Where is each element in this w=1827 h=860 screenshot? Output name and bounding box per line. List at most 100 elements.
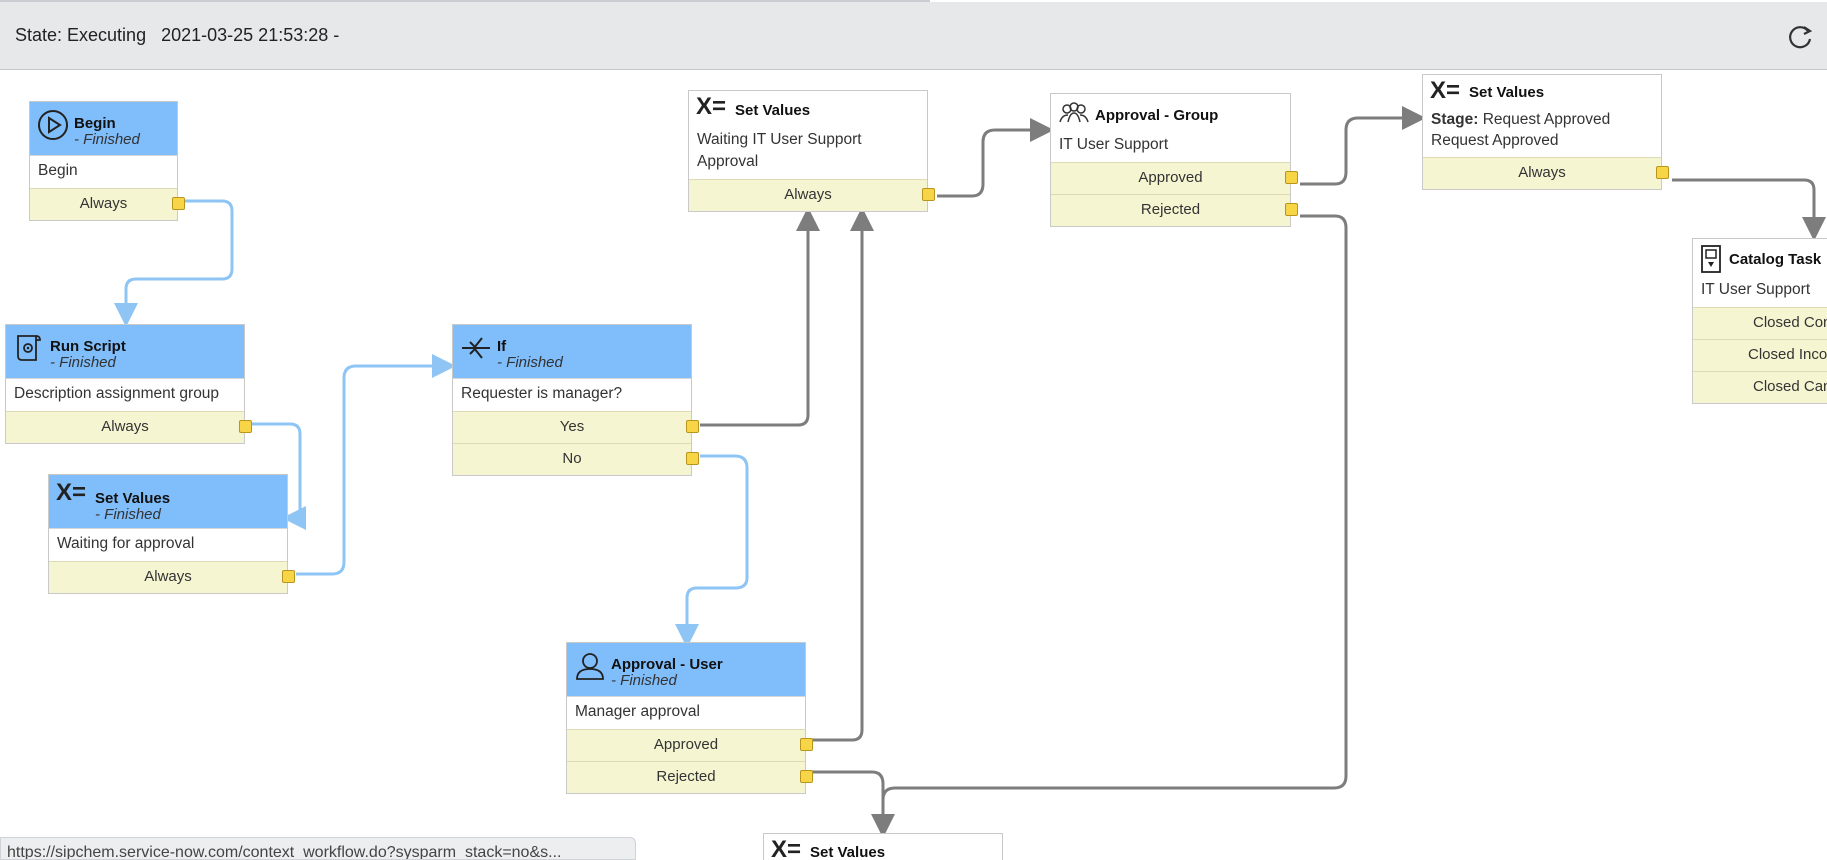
condition-label: No <box>562 450 582 467</box>
condition-label: Rejected <box>1140 201 1201 218</box>
set-values-icon: X= <box>56 479 87 506</box>
line-setvalues2-to-approval-group <box>937 118 1054 198</box>
condition-closed-incomplete[interactable]: Closed Inco <box>1693 339 1827 371</box>
refresh-icon[interactable] <box>1784 21 1816 53</box>
activity-catalog-task[interactable]: Catalog Task IT User Support Closed Con … <box>1692 238 1827 404</box>
status-bar-url: https://sipchem.service-now.com/context_… <box>0 837 636 860</box>
activity-set-values-it-support[interactable]: X= Set Values Waiting IT User Support Ap… <box>688 90 935 212</box>
activity-description: Waiting IT User Support Approval <box>697 131 862 170</box>
activity-header: Catalog Task <box>1693 239 1827 275</box>
condition-always[interactable]: Always <box>689 179 935 211</box>
state-label: State: Executing <box>15 25 147 45</box>
exit-port[interactable] <box>800 738 813 751</box>
condition-label: Yes <box>559 418 585 435</box>
condition-label: Closed Con <box>1753 314 1827 331</box>
condition-rejected[interactable]: Rejected <box>567 761 813 793</box>
exit-port[interactable] <box>1285 171 1298 184</box>
activity-description: Waiting for approval <box>49 528 287 561</box>
activity-status: - Finished <box>50 354 116 371</box>
exit-port[interactable] <box>1656 166 1669 179</box>
user-icon <box>574 650 606 682</box>
activity-title: Catalog Task <box>1729 251 1822 268</box>
activity-title: Approval - User <box>611 656 723 673</box>
description-line: Request Approved <box>1431 132 1559 149</box>
line-group-approved-to-setvalues3 <box>1300 106 1426 186</box>
condition-yes[interactable]: Yes <box>453 411 699 443</box>
activity-run-script[interactable]: Run Script - Finished Description assign… <box>5 324 252 444</box>
exit-port[interactable] <box>172 197 185 210</box>
activity-title: Approval - Group <box>1095 107 1219 124</box>
line-if-yes-to-setvalues2 <box>700 207 820 427</box>
exit-port[interactable] <box>922 188 935 201</box>
line-setvalues3-to-catalog-task <box>1672 178 1826 241</box>
activity-set-values-approved[interactable]: X= Set Values Stage: Request Approved Re… <box>1422 74 1669 190</box>
line-group-rejected-to-setvalues4 <box>871 214 1348 838</box>
activity-if[interactable]: If - Finished Requester is manager? Yes … <box>452 324 699 476</box>
condition-label: Approved <box>1138 169 1203 186</box>
activity-set-values-rejected[interactable]: X= Set Values <box>763 833 1003 860</box>
line-begin-to-runscript <box>114 199 234 327</box>
top-border-highlight <box>930 0 1827 2</box>
activity-begin[interactable]: Begin - Finished Begin Always <box>29 101 185 221</box>
activity-status: - Finished <box>95 506 161 523</box>
condition-no[interactable]: No <box>453 443 699 475</box>
line-setvalues-to-if <box>296 354 456 576</box>
activity-header: X= Set Values <box>764 834 1002 860</box>
activity-description: Description assignment group <box>6 378 244 411</box>
transition-lines <box>114 106 1826 838</box>
condition-always[interactable]: Always <box>6 411 252 443</box>
state-timestamp: 2021-03-25 21:53:28 - <box>161 25 340 45</box>
condition-label: Rejected <box>656 768 716 785</box>
exit-port[interactable] <box>1285 203 1298 216</box>
activity-title: If <box>497 338 507 355</box>
activity-approval-group[interactable]: Approval - Group IT User Support Approve… <box>1050 93 1298 227</box>
condition-label: Closed Inco <box>1748 346 1827 363</box>
activity-title: Set Values <box>95 490 171 507</box>
workflow-canvas: Begin - Finished Begin Always Run Script… <box>0 70 1827 860</box>
activity-status: - Finished <box>74 131 140 148</box>
branch-icon <box>460 332 492 364</box>
top-border <box>0 0 1827 3</box>
line-runscript-to-setvalues <box>252 422 306 530</box>
activity-title: Begin <box>74 115 116 132</box>
activity-header: Run Script - Finished <box>6 325 244 378</box>
group-icon <box>1058 100 1090 132</box>
activity-header: X= Set Values <box>1423 75 1661 105</box>
activity-title: Set Values <box>1469 84 1545 101</box>
exit-port[interactable] <box>282 570 295 583</box>
exit-port[interactable] <box>686 452 699 465</box>
condition-closed-cancelled[interactable]: Closed Can <box>1693 371 1827 403</box>
play-icon <box>37 109 69 141</box>
activity-description: Stage: Request Approved Request Approved <box>1423 105 1661 157</box>
condition-label: Closed Can <box>1753 378 1827 395</box>
line-if-no-to-approval-user <box>675 454 749 648</box>
condition-rejected[interactable]: Rejected <box>1051 194 1298 226</box>
exit-port[interactable] <box>239 420 252 433</box>
condition-always[interactable]: Always <box>49 561 295 593</box>
exit-port[interactable] <box>686 420 699 433</box>
activity-header: Approval - Group <box>1051 94 1290 130</box>
activity-header: X= Set Values <box>689 91 927 125</box>
condition-label: Approved <box>653 736 719 753</box>
exit-port[interactable] <box>800 770 813 783</box>
line-user-rejected-to-setvalues4 <box>812 770 885 832</box>
set-values-icon: X= <box>771 836 802 860</box>
condition-always[interactable]: Always <box>1423 157 1669 189</box>
activity-title: Set Values <box>735 102 811 119</box>
workflow-header: State: Executing 2021-03-25 21:53:28 - <box>0 2 1827 70</box>
activity-approval-user[interactable]: Approval - User - Finished Manager appro… <box>566 642 813 794</box>
workflow-state: State: Executing 2021-03-25 21:53:28 - <box>15 25 339 46</box>
activity-title: Run Script <box>50 338 126 355</box>
activity-header: X= Set Values - Finished <box>49 475 287 528</box>
condition-closed-complete[interactable]: Closed Con <box>1693 307 1827 339</box>
activity-set-values-waiting[interactable]: X= Set Values - Finished Waiting for app… <box>48 474 295 594</box>
activity-description: Requester is manager? <box>453 378 691 411</box>
condition-approved[interactable]: Approved <box>1051 162 1298 194</box>
stage-value: Request Approved <box>1482 111 1611 128</box>
condition-label: Always <box>1518 164 1566 181</box>
activity-header: If - Finished <box>453 325 691 378</box>
condition-approved[interactable]: Approved <box>567 729 813 761</box>
condition-always[interactable]: Always <box>30 188 185 220</box>
condition-label: Always <box>784 186 832 203</box>
condition-label: Always <box>79 195 128 212</box>
